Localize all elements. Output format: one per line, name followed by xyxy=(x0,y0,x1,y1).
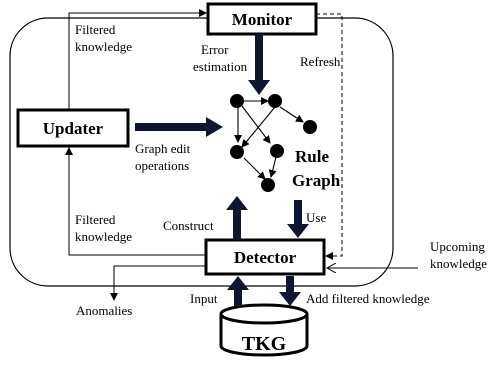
rule-node-4 xyxy=(270,144,284,158)
error-estimation-label-line1: Error xyxy=(201,42,229,57)
graph-edit-arrow xyxy=(135,117,223,137)
upcoming-knowledge-label-line1: Upcoming xyxy=(430,239,485,254)
add-filtered-knowledge-label: Add filtered knowledge xyxy=(306,291,430,306)
edge-n2-n3 xyxy=(241,106,276,148)
monitor-box: Monitor xyxy=(206,2,318,36)
filtered-knowledge-top-label-line2: knowledge xyxy=(75,39,132,54)
detector-box: Detector xyxy=(204,238,326,276)
anomalies-label: Anomalies xyxy=(76,303,132,318)
graph-edit-label-line2: operations xyxy=(135,158,189,173)
updater-box: Updater xyxy=(16,108,130,148)
rule-graph-label-line2: Graph xyxy=(292,171,341,190)
rule-node-3 xyxy=(230,145,244,159)
edge-n4-n6 xyxy=(268,156,277,178)
upcoming-knowledge-label-line2: knowledge xyxy=(430,256,487,271)
anomalies-arrow xyxy=(110,265,206,301)
use-label: Use xyxy=(306,210,326,225)
graph-edit-label-line1: Graph edit xyxy=(135,141,191,156)
rule-node-6 xyxy=(261,178,275,192)
edge-n2-n5 xyxy=(279,106,304,123)
rule-node-2 xyxy=(268,94,282,108)
filtered-knowledge-top-label-line1: Filtered xyxy=(75,22,116,37)
use-arrow xyxy=(287,200,309,238)
refresh-label: Refresh xyxy=(300,54,341,69)
edge-n3-n6 xyxy=(243,157,266,180)
input-label: Input xyxy=(190,291,218,306)
input-arrow xyxy=(227,276,249,306)
detector-label: Detector xyxy=(234,248,297,267)
add-filtered-knowledge-arrow xyxy=(279,276,301,306)
filtered-knowledge-bottom-label-line2: knowledge xyxy=(75,229,132,244)
construct-arrow xyxy=(226,196,248,240)
filtered-knowledge-top-arrow xyxy=(68,9,207,110)
tkg-database: TKG xyxy=(219,303,309,357)
rule-graph-nodes xyxy=(230,94,317,192)
system-boundary xyxy=(9,17,394,287)
filtered-knowledge-bottom-label-line1: Filtered xyxy=(75,212,116,227)
refresh-arrow xyxy=(316,13,343,260)
updater-label: Updater xyxy=(43,119,104,138)
rule-node-1 xyxy=(230,94,244,108)
filtered-knowledge-bottom-arrow xyxy=(65,147,206,256)
edge-n1-n4 xyxy=(241,105,271,144)
error-estimation-label-line2: estimation xyxy=(193,59,248,74)
rule-graph-edges xyxy=(234,97,304,180)
error-estimation-arrow xyxy=(248,34,270,95)
rule-graph-label-line1: Rule xyxy=(295,147,329,166)
rule-node-5 xyxy=(303,120,317,134)
tkg-label: TKG xyxy=(242,333,287,355)
construct-label: Construct xyxy=(163,218,214,233)
monitor-label: Monitor xyxy=(232,10,293,29)
